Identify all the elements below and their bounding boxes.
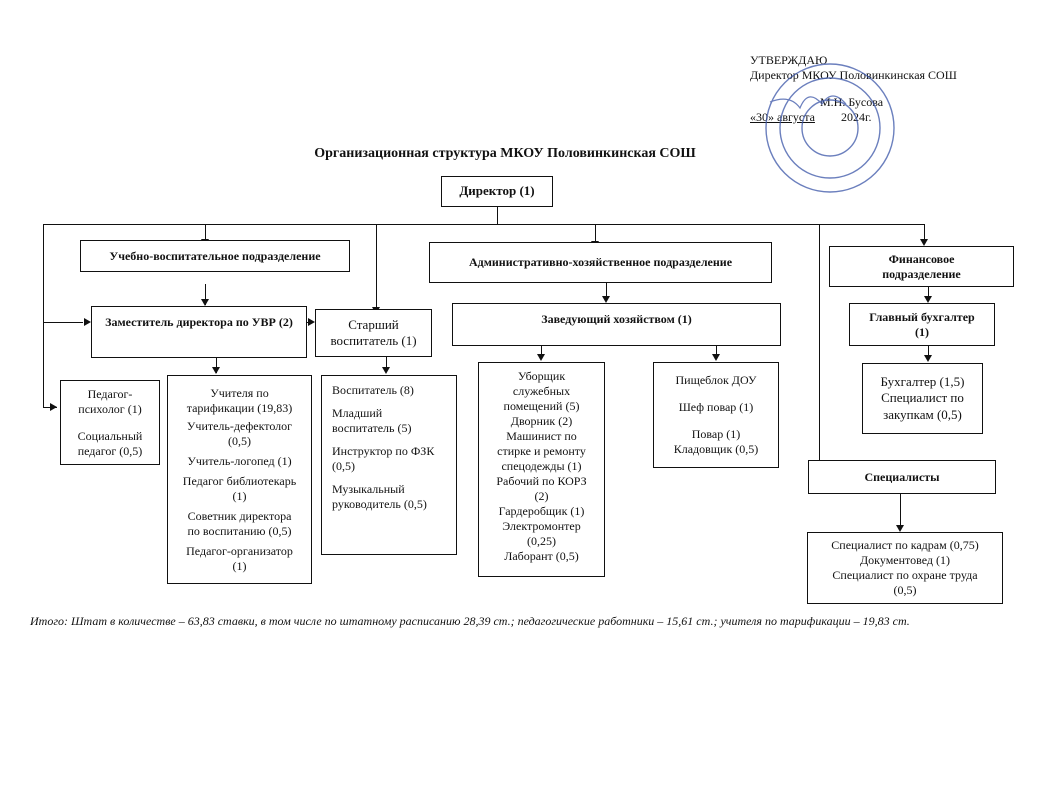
cleaners-box: Уборщик служебных помещений (5) Дворник … <box>478 362 605 577</box>
educators-item: Младший воспитатель (5) <box>332 406 412 435</box>
teachers-item: Советник директора по воспитанию (0,5) <box>187 508 292 538</box>
specialists-list-box: Специалист по кадрам (0,75) Документовед… <box>807 532 1003 604</box>
housekeeper-box: Заведующий хозяйством (1) <box>452 303 781 346</box>
approval-line2: Директор МКОУ Половинкинская СОШ <box>750 68 957 82</box>
educators-item: Воспитатель (8) <box>332 383 414 397</box>
psych-item: Педагог- психолог (1) <box>78 386 142 416</box>
edu-division-box: Учебно-воспитательное подразделение <box>80 240 350 272</box>
deputy-label: Заместитель директора по УВР (2) <box>105 315 293 329</box>
cleaners-list: Уборщик служебных помещений (5) Дворник … <box>496 369 587 563</box>
accountant-list: Бухгалтер (1,5) Специалист по закупкам (… <box>880 374 965 422</box>
psych-item: Социальный педагог (0,5) <box>77 428 143 458</box>
senior-educator-box: Старший воспитатель (1) <box>315 309 432 357</box>
educators-box: Воспитатель (8) Младший воспитатель (5) … <box>321 375 457 555</box>
teachers-box: Учителя по тарификации (19,83) Учитель-д… <box>167 375 312 584</box>
specialists-box: Специалисты <box>808 460 996 494</box>
admin-division-label: Административно-хозяйственное подразделе… <box>468 255 733 269</box>
kitchen-item: Пищеблок ДОУ <box>675 373 757 387</box>
teachers-item: Учителя по тарификации (19,83) <box>186 385 293 415</box>
director-box: Директор (1) <box>441 176 553 207</box>
approval-line1: УТВЕРЖДАЮ <box>750 53 828 67</box>
psych-box: Педагог- психолог (1) Социальный педагог… <box>60 380 160 465</box>
senior-educator-label: Старший воспитатель (1) <box>330 316 417 348</box>
deputy-box: Заместитель директора по УВР (2) <box>91 306 307 358</box>
educators-item: Инструктор по ФЗК (0,5) <box>332 444 435 473</box>
housekeeper-label: Заведующий хозяйством (1) <box>541 312 692 326</box>
kitchen-box: Пищеблок ДОУ Шеф повар (1) Повар (1) Кла… <box>653 362 779 468</box>
stamp-seal-icon <box>765 63 895 193</box>
staff-total-note: Итого: Штат в количестве – 63,83 ставки,… <box>30 614 910 628</box>
edu-division-label: Учебно-воспитательное подразделение <box>109 248 321 263</box>
teachers-item: Учитель-дефектолог (0,5) <box>186 418 293 448</box>
teachers-item: Педагог библиотекарь (1) <box>182 473 297 503</box>
chief-accountant-box: Главный бухгалтер (1) <box>849 303 995 346</box>
kitchen-item: Повар (1) Кладовщик (0,5) <box>673 427 759 456</box>
finance-division-box: Финансовое подразделение <box>829 246 1014 287</box>
approval-signature-name: М.Н. Бусова <box>820 95 884 109</box>
chief-accountant-label: Главный бухгалтер (1) <box>869 309 975 339</box>
page-title: Организационная структура МКОУ Половинки… <box>314 146 696 161</box>
educators-item: Музыкальный руководитель (0,5) <box>332 482 427 511</box>
admin-division-box: Административно-хозяйственное подразделе… <box>429 242 772 283</box>
kitchen-item: Шеф повар (1) <box>678 400 754 414</box>
teachers-item: Педагог-организатор (1) <box>186 543 293 573</box>
specialists-label: Специалисты <box>864 469 940 484</box>
accountant-box: Бухгалтер (1,5) Специалист по закупкам (… <box>862 363 983 434</box>
specialists-list: Специалист по кадрам (0,75) Документовед… <box>831 538 979 597</box>
teachers-item: Учитель-логопед (1) <box>187 453 292 468</box>
director-label: Директор (1) <box>459 183 535 199</box>
finance-division-label: Финансовое подразделение <box>882 251 961 281</box>
